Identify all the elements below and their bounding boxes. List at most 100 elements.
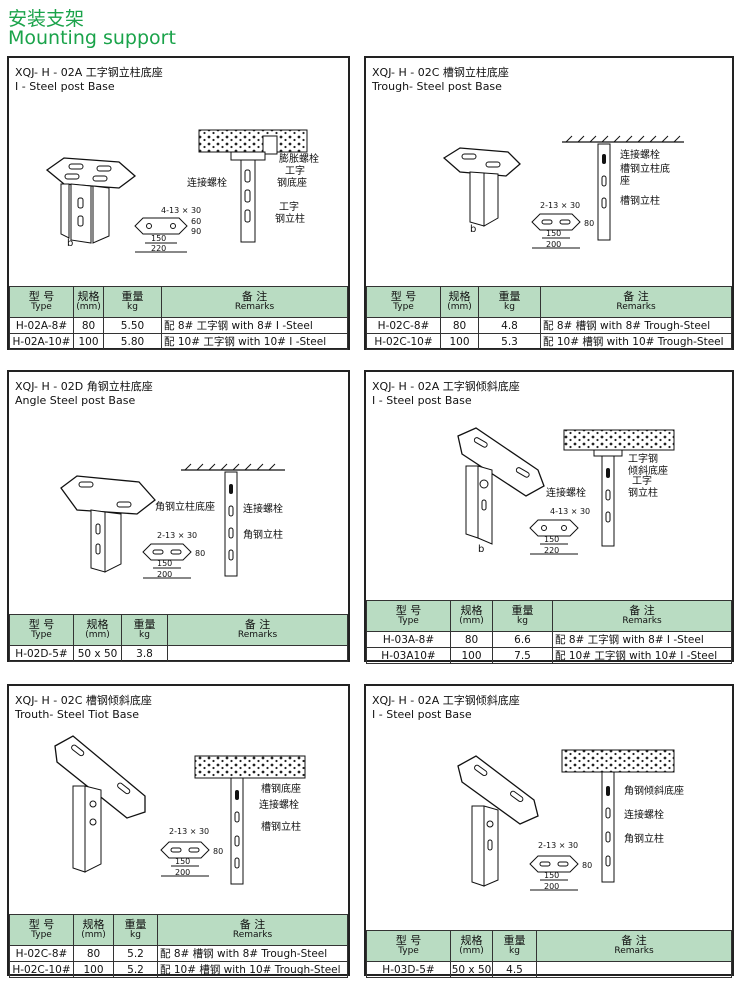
cell-remark: 配 8# 工字钢 with 8# I -Steel	[552, 631, 732, 648]
table-row: H-02C-8# 80 5.2 配 8# 槽钢 with 8# Trough-S…	[9, 945, 348, 962]
dim-80: 80	[195, 549, 205, 558]
hdr-type-en: Type	[31, 930, 52, 940]
label-trough-base: 槽钢底座	[261, 782, 301, 795]
hdr-remarks-cn: 备 注	[244, 618, 271, 631]
dim-150: 150	[546, 229, 561, 238]
hdr-remarks-cn: 备 注	[623, 290, 649, 303]
label-connect-bolt: 连接螺栓	[624, 808, 664, 821]
panel-subtitle: I - Steel post Base	[372, 708, 472, 721]
cell-type: H-02C-10#	[9, 961, 74, 978]
panel-angle-steel-tilt-base: XQJ- H - 02A 工字钢倾斜底座 I - Steel post Base…	[364, 684, 734, 978]
page-title-en: Mounting support	[8, 27, 176, 49]
hdr-spec-cn: 规格	[82, 918, 105, 931]
label-steel-base: 钢底座	[277, 176, 307, 189]
cell-remark: 配 10# 工字钢 with 10# I -Steel	[161, 333, 348, 350]
hdr-weight-cn: 重量	[503, 934, 526, 947]
panel-trough-steel-tilt-base: XQJ- H - 02C 槽钢倾斜底座 Trouth- Steel Tiot B…	[7, 684, 350, 978]
hdr-type-cn: 型 号	[28, 290, 55, 303]
dim-150: 150	[544, 535, 559, 544]
hdr-spec-cn: 规格	[77, 290, 100, 303]
cell-remark	[167, 645, 348, 662]
label-angle-post: 角钢立柱	[624, 832, 664, 845]
cell-spec: 100	[450, 647, 493, 664]
hdr-weight-cn: 重量	[498, 290, 521, 303]
dim-200: 200	[157, 570, 172, 579]
hdr-spec-cn: 规格	[86, 618, 109, 631]
label-connect-bolt: 连接螺栓	[620, 148, 660, 161]
cell-remark: 配 10# 槽钢 with 10# Trough-Steel	[540, 333, 732, 350]
figure-letter: b	[67, 238, 73, 249]
cell-weight: 5.50	[103, 317, 162, 334]
label-connect-bolt: 连接螺栓	[243, 502, 283, 515]
cell-type: H-02C-8#	[366, 317, 441, 334]
table-row: H-02C-8# 80 4.8 配 8# 槽钢 with 8# Trough-S…	[366, 317, 732, 334]
angle-steel-tilt-base-drawing: 角钢倾斜底座 连接螺栓 角钢立柱 2-13 × 30 150 200 80	[457, 749, 684, 891]
hdr-spec-en: (mm)	[459, 946, 484, 956]
table-row: H-03D-5# 50 x 50 4.5	[366, 961, 732, 978]
cell-type: H-02C-8#	[9, 945, 74, 962]
hdr-remarks-cn: 备 注	[629, 604, 655, 617]
panel-title: XQJ- H - 02A 工字钢立柱底座	[15, 66, 163, 79]
cell-remark: 配 10# 槽钢 with 10# Trough-Steel	[157, 961, 348, 978]
cell-weight: 5.2	[113, 945, 158, 962]
cell-type: H-03A10#	[366, 647, 451, 664]
hdr-type-en: Type	[31, 630, 52, 640]
hdr-spec-cn: 规格	[460, 604, 483, 617]
hdr-type-cn: 型 号	[28, 618, 55, 631]
cell-weight: 6.6	[492, 631, 553, 648]
figure-letter: b	[470, 224, 476, 235]
panel-trough-steel-post-base: XQJ- H - 02C 槽钢立柱底座 Trough- Steel post B…	[364, 56, 734, 350]
page-title-cn: 安装支架	[8, 8, 85, 30]
label-steel-post: 钢立柱	[628, 486, 658, 499]
hdr-type-en: Type	[31, 302, 52, 312]
label-angle-tilt-base: 角钢倾斜底座	[624, 784, 684, 797]
label-i-steel-2: 工字	[279, 200, 299, 213]
dim-holes: 2-13 × 30	[538, 841, 578, 850]
dim-150: 150	[157, 559, 172, 568]
dim-200: 200	[544, 882, 559, 891]
label-i-steel: 工字钢	[628, 452, 658, 465]
cell-weight: 5.2	[113, 961, 158, 978]
cell-spec: 80	[73, 945, 114, 962]
cell-type: H-02D-5#	[9, 645, 74, 662]
hdr-remarks-en: Remarks	[234, 302, 275, 312]
label-angle-post: 角钢立柱	[243, 528, 283, 541]
hdr-remarks-en: Remarks	[616, 302, 656, 312]
dim-holes: 2-13 × 30	[540, 201, 580, 210]
cell-weight: 5.3	[478, 333, 541, 350]
cell-type: H-03A-8#	[366, 631, 451, 648]
hdr-remarks-cn: 备 注	[621, 934, 647, 947]
panel-i-steel-post-base: XQJ- H - 02A 工字钢立柱底座 I - Steel post Base…	[7, 56, 350, 350]
hdr-remarks-en: Remarks	[622, 616, 662, 626]
cell-spec: 100	[73, 333, 104, 350]
hdr-weight-en: kg	[130, 930, 141, 940]
hdr-type-cn: 型 号	[390, 290, 417, 303]
cell-remark: 配 10# 工字钢 with 10# I -Steel	[552, 647, 732, 664]
hdr-weight-en: kg	[139, 630, 150, 640]
cell-weight: 4.8	[478, 317, 541, 334]
dim-220: 220	[544, 546, 559, 555]
table-row: H-02A-8# 80 5.50 配 8# 工字钢 with 8# I -Ste…	[9, 317, 348, 334]
dim-90: 90	[191, 227, 201, 236]
label-angle-base: 角钢立柱底座	[155, 500, 215, 513]
hdr-type-en: Type	[398, 946, 419, 956]
panel-title: XQJ- H - 02C 槽钢倾斜底座	[15, 694, 152, 707]
dim-150: 150	[544, 871, 559, 880]
panel-angle-steel-post-base: XQJ- H - 02D 角钢立柱底座 Angle Steel post Bas…	[7, 370, 350, 662]
hdr-type-cn: 型 号	[395, 604, 422, 617]
dim-holes: 2-13 × 30	[169, 827, 209, 836]
cell-spec: 80	[73, 317, 104, 334]
hdr-spec-en: (mm)	[447, 302, 472, 312]
label-i-steel-2: 工字	[632, 474, 652, 487]
cell-type: H-03D-5#	[366, 961, 451, 978]
hdr-weight-en: kg	[517, 616, 528, 626]
table-row: H-03A-8# 80 6.6 配 8# 工字钢 with 8# I -Stee…	[366, 631, 732, 648]
panel-subtitle: I - Steel post Base	[15, 80, 115, 93]
hdr-spec-en: (mm)	[85, 630, 110, 640]
hdr-weight-cn: 重量	[121, 290, 144, 303]
cell-spec: 50 x 50	[450, 961, 493, 978]
label-trough-post: 槽钢立柱	[620, 194, 660, 207]
